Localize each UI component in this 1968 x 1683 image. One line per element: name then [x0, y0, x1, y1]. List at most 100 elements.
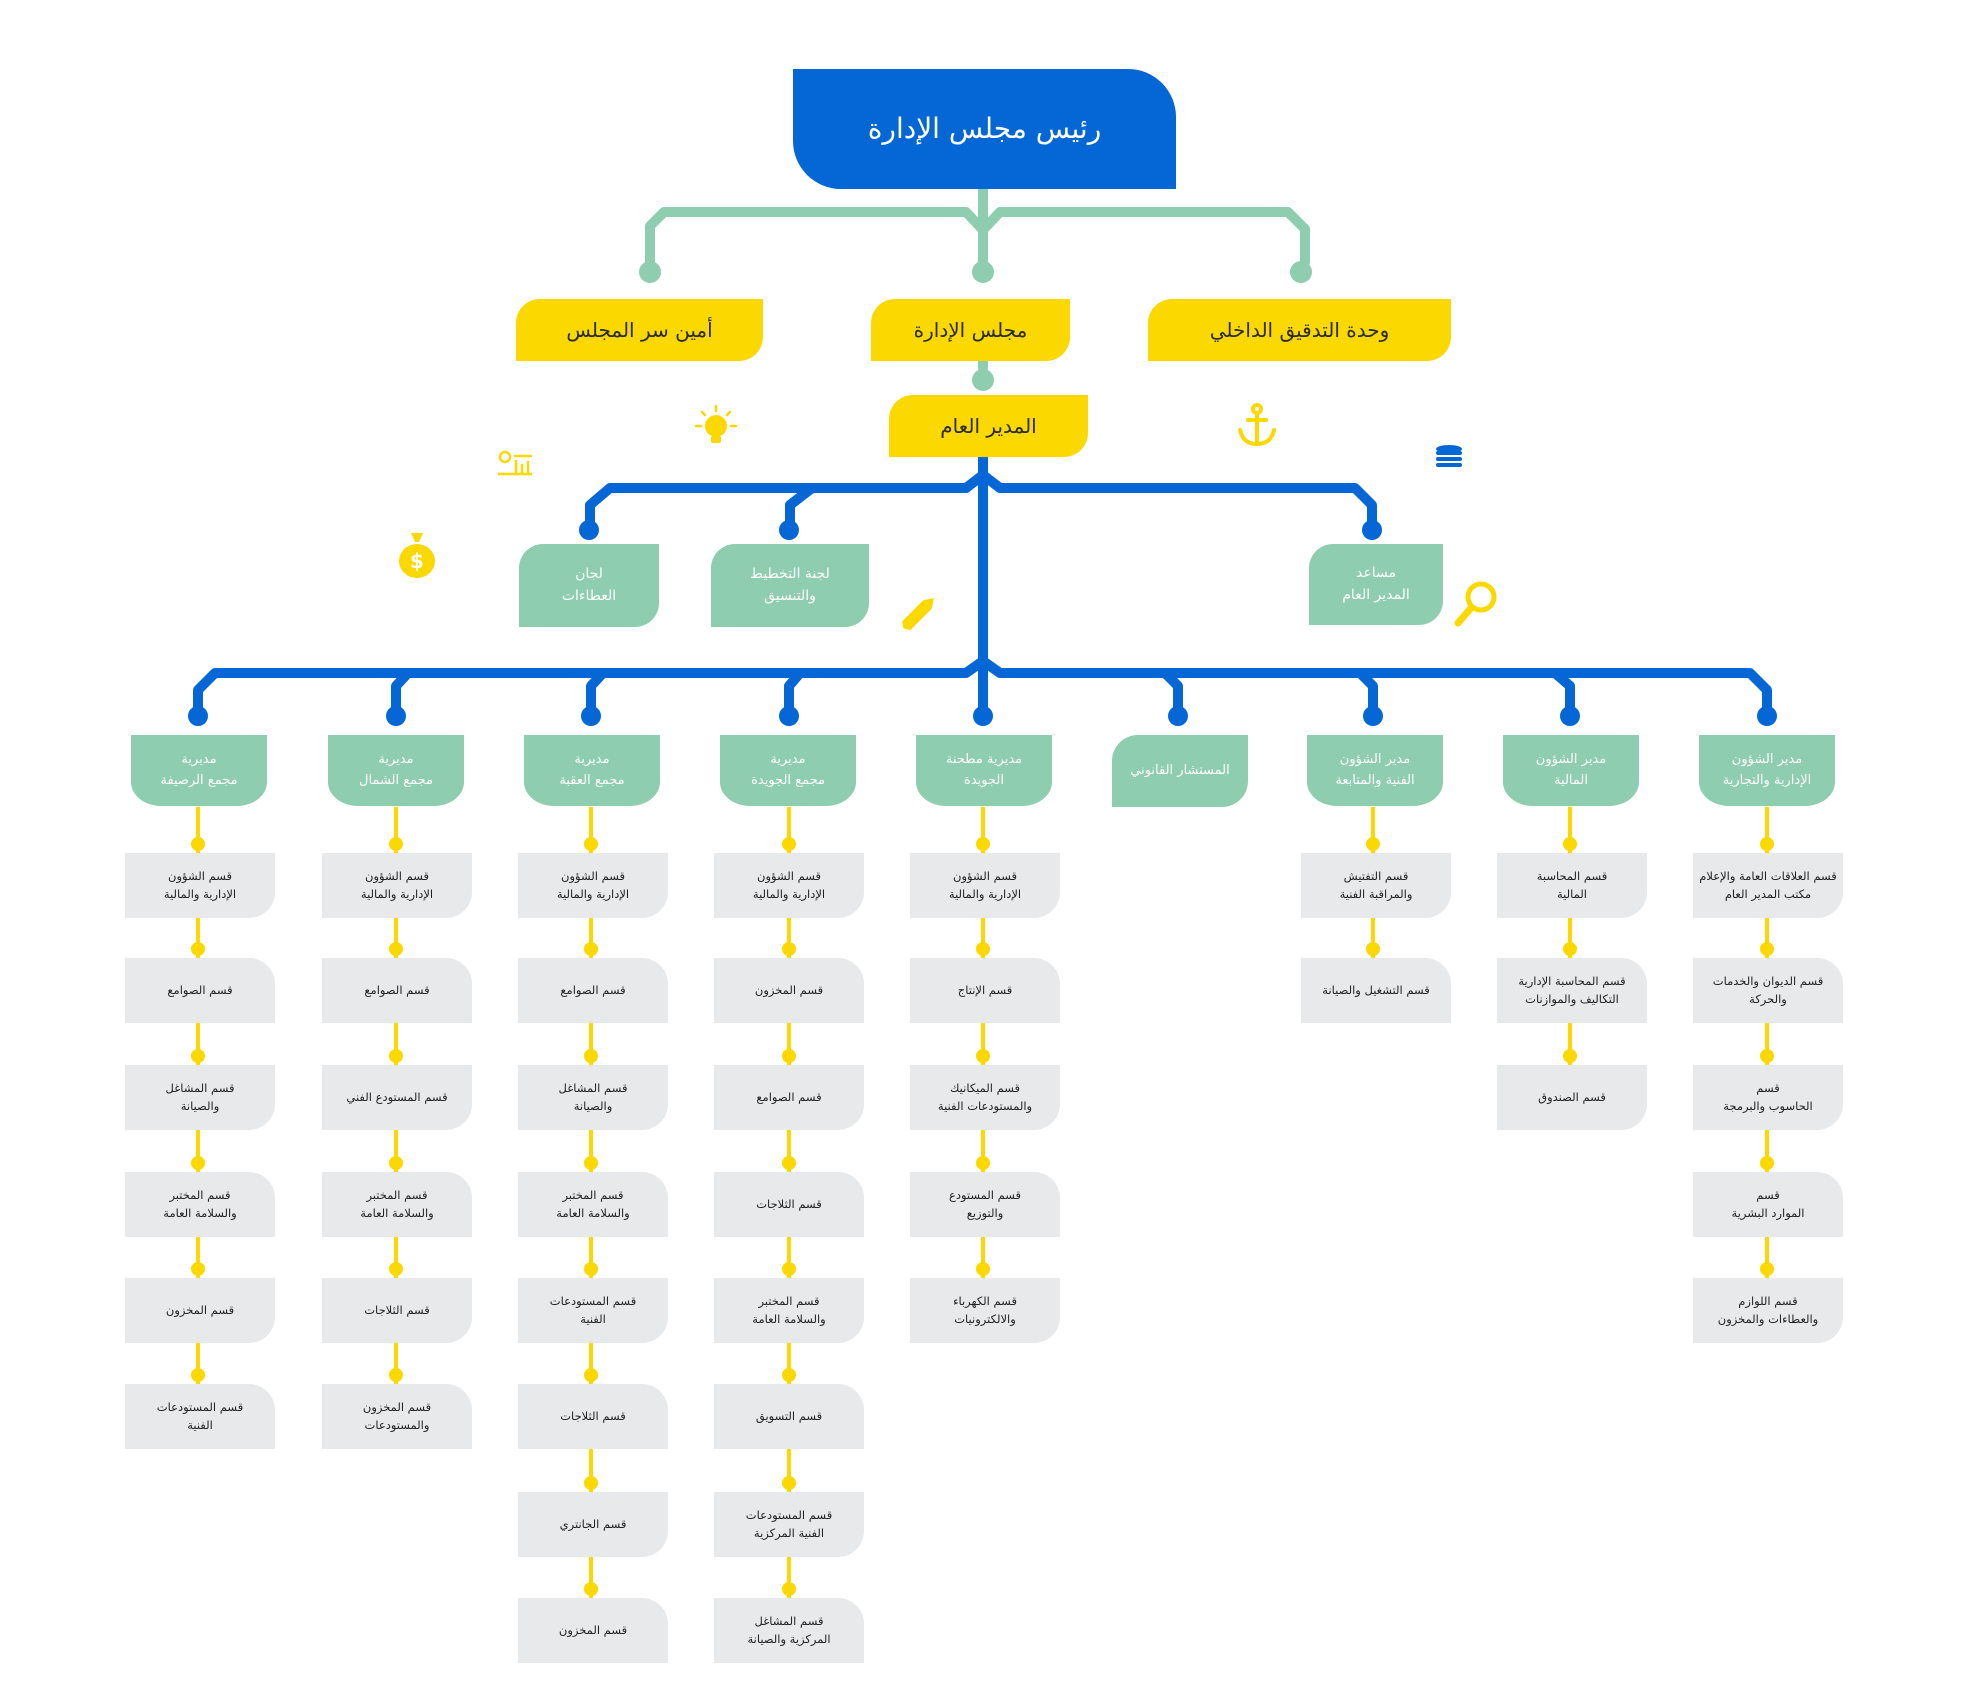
chart-icon	[498, 450, 532, 476]
directorate-box-2: مديرية مجمع الشمال	[328, 735, 464, 806]
department-box: قسم التشغيل والصيانة	[1301, 958, 1451, 1023]
dept-connector-dot	[1760, 1262, 1774, 1276]
department-box: قسم الحاسوب والبرمجة	[1693, 1065, 1843, 1130]
dept-connector-dot	[584, 1476, 598, 1490]
department-box: قسم الصوامع	[714, 1065, 864, 1130]
department-box: قسم الميكانيك والمستودعات الفنية	[910, 1065, 1060, 1130]
department-box: قسم المستودعات الفنية	[125, 1384, 275, 1449]
directorate-box-4: مديرية مجمع الجويدة	[720, 735, 856, 806]
dept-connector-dot	[191, 1049, 205, 1063]
department-box: قسم الديوان والخدمات والحركة	[1693, 958, 1843, 1023]
department-box: قسم العلاقات العامة والإعلام مكتب المدير…	[1693, 853, 1843, 918]
svg-text:$: $	[410, 549, 424, 573]
general-manager-box: المدير العام	[889, 395, 1088, 457]
department-box: قسم المخزون	[518, 1598, 668, 1663]
dept-connector-dot	[782, 837, 796, 851]
dept-connector-dot	[1760, 1156, 1774, 1170]
department-box: قسم المستودع والتوزيع	[910, 1172, 1060, 1237]
dept-connector-dot	[782, 1049, 796, 1063]
dept-connector-dot	[191, 837, 205, 851]
department-box: قسم المستودعات الفنية المركزية	[714, 1492, 864, 1557]
dept-connector-dot	[191, 1156, 205, 1170]
department-box: قسم المختبر والسلامة العامة	[322, 1172, 472, 1237]
dept-connector-dot	[584, 1156, 598, 1170]
department-box: قسم الثلاجات	[714, 1172, 864, 1237]
department-box: قسم المشاغل والصيانة	[125, 1065, 275, 1130]
tender-committees-box: لجان العطاءات	[519, 544, 659, 627]
department-box: قسم الشؤون الإدارية والمالية	[714, 853, 864, 918]
department-box: قسم المخزون	[714, 958, 864, 1023]
dept-connector-dot	[389, 1156, 403, 1170]
department-box: قسم الشؤون الإدارية والمالية	[518, 853, 668, 918]
pencil-icon	[902, 598, 934, 630]
dept-connector-dot	[1366, 837, 1380, 851]
department-box: قسم التفتيش والمراقبة الفنية	[1301, 853, 1451, 918]
lightbulb-icon	[694, 404, 738, 443]
department-box: قسم التسويق	[714, 1384, 864, 1449]
dept-connector-dot	[584, 1049, 598, 1063]
department-box: قسم الصوامع	[125, 958, 275, 1023]
internal-audit-box: وحدة التدقيق الداخلي	[1148, 299, 1451, 361]
dept-connector-dot	[1366, 942, 1380, 956]
money-bag-icon: $	[399, 533, 435, 578]
department-box: قسم الثلاجات	[518, 1384, 668, 1449]
dept-connector-dot	[389, 1262, 403, 1276]
department-box: قسم الصوامع	[322, 958, 472, 1023]
department-box: قسم الكهرباء والالكترونيات	[910, 1278, 1060, 1343]
dept-connector-dot	[976, 942, 990, 956]
dept-connector-dot	[976, 837, 990, 851]
department-box: قسم المختبر والسلامة العامة	[518, 1172, 668, 1237]
magnifier-icon	[1454, 581, 1497, 627]
department-box: قسم المحاسبة المالية	[1497, 853, 1647, 918]
dept-connector-dot	[1760, 942, 1774, 956]
directorate-box-7: مدير الشؤون الفنية والمتابعة	[1307, 735, 1443, 806]
planning-committee-box: لجنة التخطيط والتنسيق	[711, 544, 869, 627]
department-box: قسم الإنتاج	[910, 958, 1060, 1023]
dept-connector-dot	[584, 1368, 598, 1382]
dept-connector-dot	[782, 942, 796, 956]
chairman-box: رئيس مجلس الإدارة	[793, 69, 1176, 189]
dept-connector-dot	[976, 1156, 990, 1170]
department-box: قسم المختبر والسلامة العامة	[714, 1278, 864, 1343]
directorate-box-9: مدير الشؤون الإدارية والتجارية	[1699, 735, 1835, 806]
dept-connector-dot	[782, 1582, 796, 1596]
dept-connector-dot	[389, 837, 403, 851]
dept-connector-dot	[1563, 837, 1577, 851]
dept-connector-dot	[191, 1262, 205, 1276]
directorate-box-8: مدير الشؤون المالية	[1503, 735, 1639, 806]
dept-connector-dot	[976, 1049, 990, 1063]
dept-connector-dot	[782, 1156, 796, 1170]
department-box: قسم المشاغل والصيانة	[518, 1065, 668, 1130]
department-box: قسم الموارد البشرية	[1693, 1172, 1843, 1237]
coins-icon	[1436, 445, 1462, 467]
dept-connector-dot	[584, 1262, 598, 1276]
board-box: مجلس الإدارة	[871, 299, 1070, 361]
directorate-box-6: المستشار القانوني	[1112, 735, 1248, 807]
dept-connector-dot	[389, 942, 403, 956]
directorate-box-3: مديرية مجمع العقبة	[524, 735, 660, 806]
dept-connector-dot	[976, 1262, 990, 1276]
dept-connector-dot	[1563, 942, 1577, 956]
department-box: قسم الشؤون الإدارية والمالية	[322, 853, 472, 918]
anchor-icon	[1238, 403, 1276, 447]
dept-connector-dot	[389, 1368, 403, 1382]
department-box: قسم المستودعات الفنية	[518, 1278, 668, 1343]
dept-connector-dot	[782, 1262, 796, 1276]
department-box: قسم المختبر والسلامة العامة	[125, 1172, 275, 1237]
directorate-box-5: مديرية مطحنة الجويدة	[916, 735, 1052, 806]
council-secretary-box: أمين سر المجلس	[516, 299, 763, 361]
dept-connector-dot	[1760, 837, 1774, 851]
department-box: قسم الجانتري	[518, 1492, 668, 1557]
department-box: قسم الثلاجات	[322, 1278, 472, 1343]
department-box: قسم المخزون والمستودعات	[322, 1384, 472, 1449]
dept-connector-dot	[1563, 1049, 1577, 1063]
dept-connector-dot	[584, 1582, 598, 1596]
department-box: قسم الصندوق	[1497, 1065, 1647, 1130]
department-box: قسم الشؤون الإدارية والمالية	[910, 853, 1060, 918]
department-box: قسم الشؤون الإدارية والمالية	[125, 853, 275, 918]
department-box: قسم اللوازم والعطاءات والمخزون	[1693, 1278, 1843, 1343]
dept-connector-dot	[584, 942, 598, 956]
dept-connector-dot	[584, 837, 598, 851]
department-box: قسم المشاغل المركزية والصيانة	[714, 1598, 864, 1663]
